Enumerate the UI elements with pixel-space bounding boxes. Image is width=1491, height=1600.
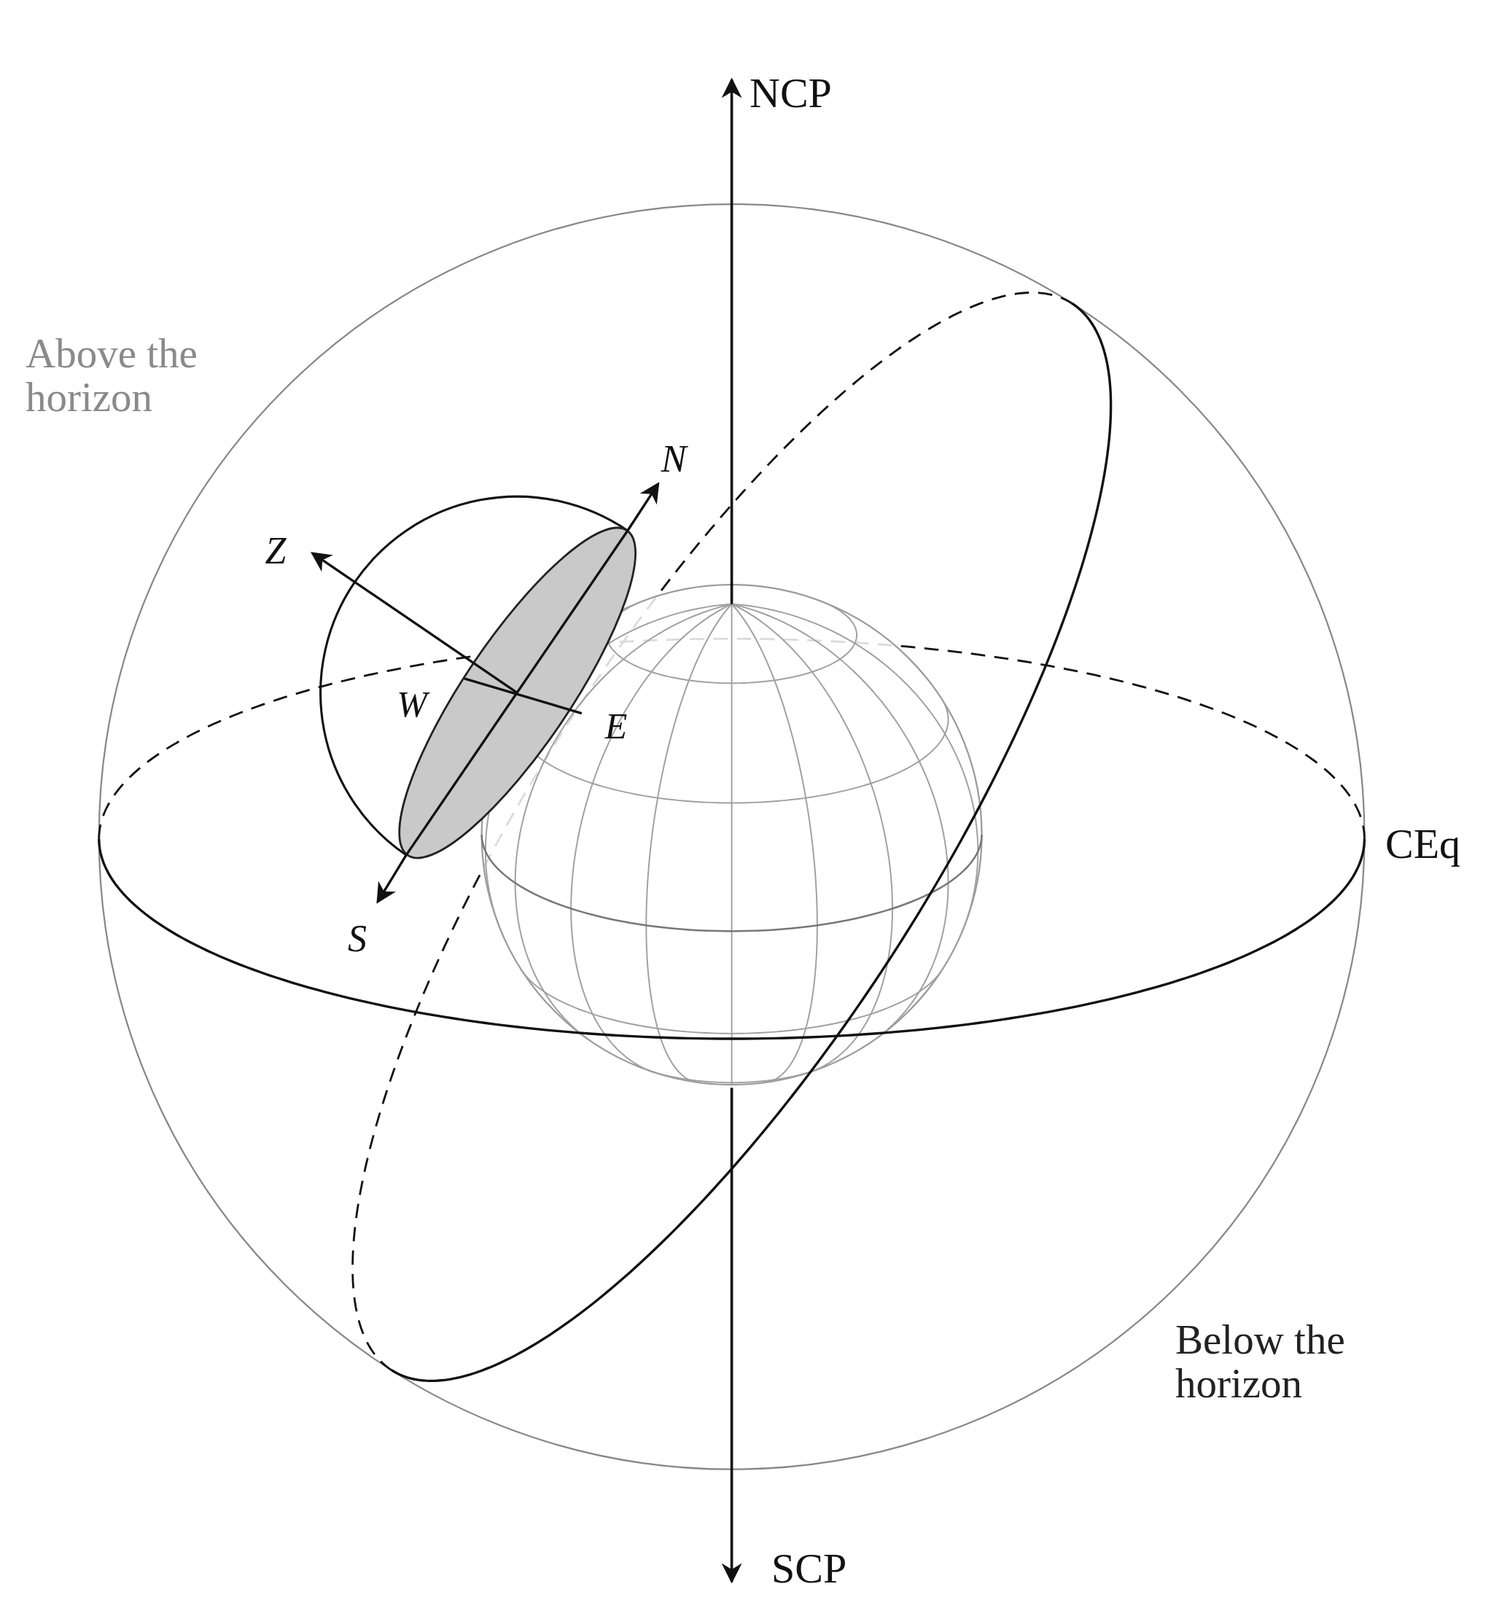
north-celestial-axis [730,79,734,604]
local-horizon-sphere [312,484,671,903]
zenith-label: Z [265,531,287,572]
horizon-great-circle [352,292,1072,1370]
zenith-arrow [312,553,517,694]
pole-label: SCP [771,1547,847,1592]
graticule-line [606,600,857,684]
region-label: Below the horizon [1175,1318,1358,1406]
graticule-line [732,604,818,1083]
graticule-line [731,604,733,1085]
pole-label: NCP [749,71,832,116]
graticule-line [732,604,949,1043]
graticule-line [515,702,949,803]
graticule-line [648,1070,816,1083]
graticule-line [521,970,942,1034]
direction-label: E [605,707,628,746]
south-arrow [377,855,407,902]
direction-label: W [396,685,428,724]
graticule-line [481,834,983,932]
celestial-equator [99,839,1365,1039]
graticule-line [732,604,893,1072]
equator-label: CEq [1385,822,1461,867]
south-celestial-axis [730,1087,734,1582]
north-arrow [627,484,659,531]
direction-label: S [347,919,367,960]
region-label: Above the horizon [25,331,208,420]
horizon-great-circle [391,303,1111,1381]
west-east-line [464,678,582,714]
direction-label: N [661,439,687,480]
graticule-line [645,604,732,1083]
